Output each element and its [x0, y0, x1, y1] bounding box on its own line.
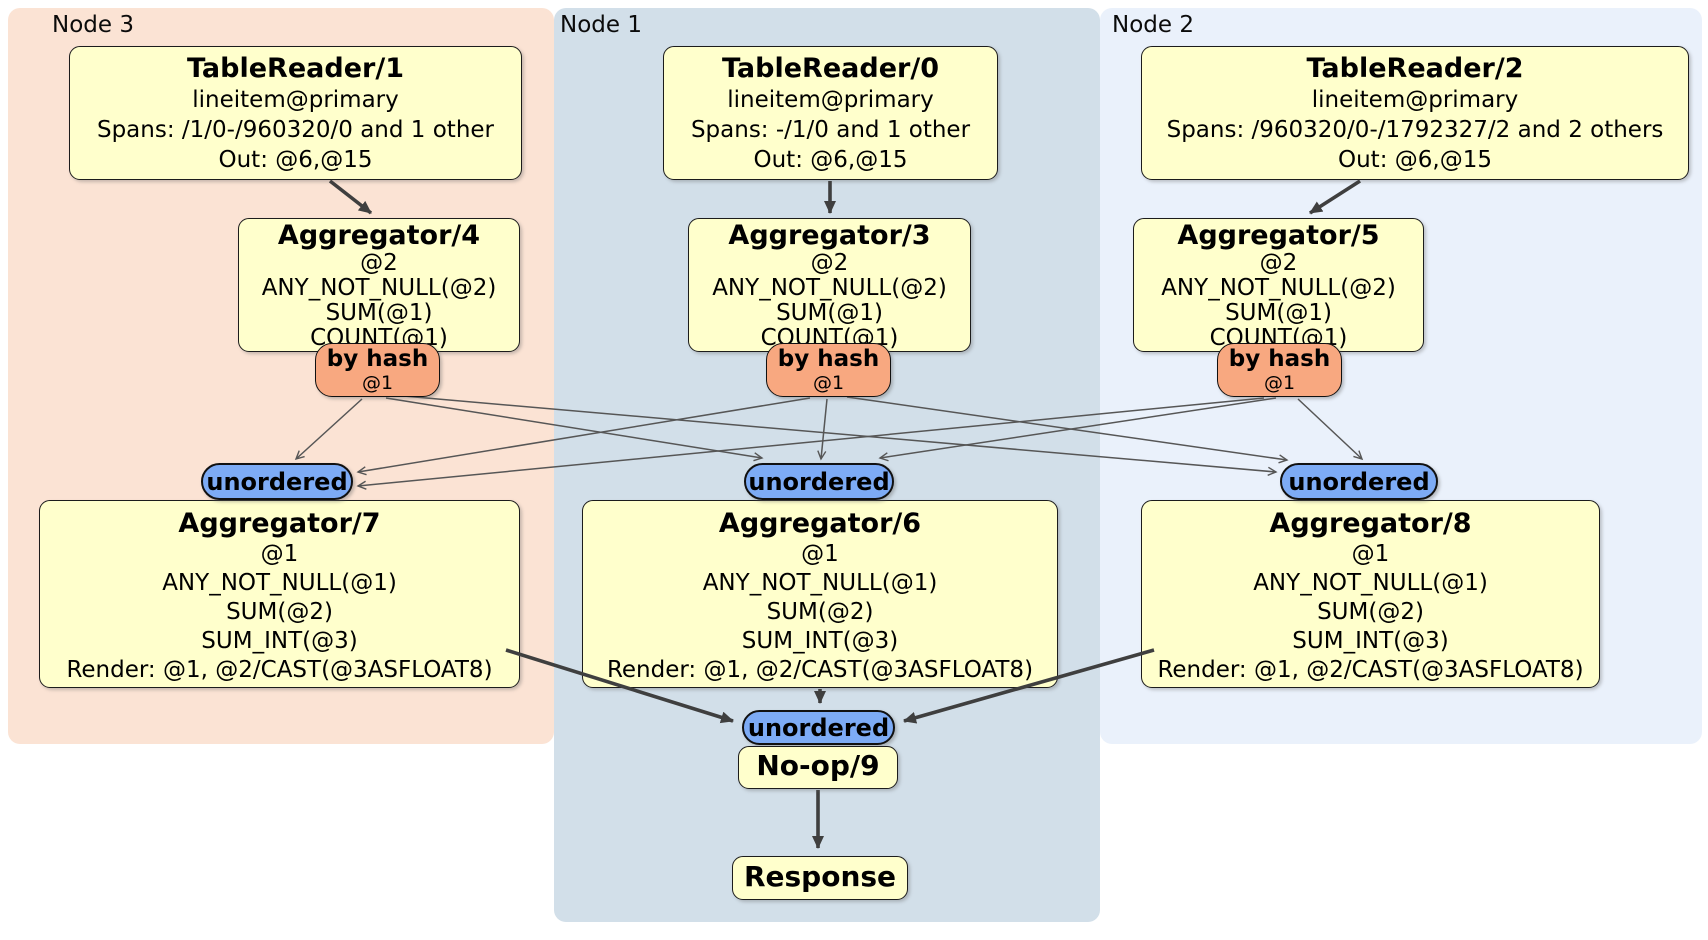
aggregator-6-box: Aggregator/6 @1 ANY_NOT_NULL(@1) SUM(@2)… [582, 500, 1058, 688]
aggregator-8-title: Aggregator/8 [1269, 508, 1472, 539]
node1-region-label: Node 1 [560, 12, 642, 38]
tablereader-2-out: Out: @6,@15 [1338, 147, 1492, 173]
tablereader-2-index: lineitem@primary [1311, 87, 1519, 113]
unordered-sync-final: unordered [742, 710, 895, 745]
hash-router-node1-key: @1 [812, 372, 845, 394]
aggregator-7-box: Aggregator/7 @1 ANY_NOT_NULL(@1) SUM(@2)… [39, 500, 520, 688]
aggregator-8-box: Aggregator/8 @1 ANY_NOT_NULL(@1) SUM(@2)… [1141, 500, 1600, 688]
aggregator-6-render: Render: @1, @2/CAST(@3ASFLOAT8) [606, 657, 1034, 683]
tablereader-0-index: lineitem@primary [727, 87, 934, 113]
tablereader-0-box: TableReader/0 lineitem@primary Spans: -/… [663, 46, 998, 180]
aggregator-5-box: Aggregator/5 @2 ANY_NOT_NULL(@2) SUM(@1)… [1133, 218, 1424, 352]
aggregator-4-groupcols: @2 [360, 250, 398, 276]
aggregator-8-fn3: SUM_INT(@3) [1292, 628, 1449, 654]
tablereader-1-spans: Spans: /1/0-/960320/0 and 1 other [96, 117, 495, 143]
aggregator-4-fn2: SUM(@1) [325, 300, 433, 326]
aggregator-5-title: Aggregator/5 [1177, 220, 1380, 251]
tablereader-1-index: lineitem@primary [192, 87, 399, 113]
unordered-sync-node2: unordered [1280, 463, 1438, 500]
aggregator-7-render: Render: @1, @2/CAST(@3ASFLOAT8) [66, 657, 493, 683]
tablereader-0-title: TableReader/0 [722, 53, 939, 84]
aggregator-3-fn1: ANY_NOT_NULL(@2) [712, 275, 947, 301]
hash-router-node1-label: by hash [777, 346, 880, 372]
aggregator-6-groupcols: @1 [801, 541, 839, 567]
aggregator-6-title: Aggregator/6 [718, 508, 922, 539]
aggregator-3-box: Aggregator/3 @2 ANY_NOT_NULL(@2) SUM(@1)… [688, 218, 971, 352]
aggregator-6-fn1: ANY_NOT_NULL(@1) [702, 570, 938, 596]
noop-9-title: No-op/9 [756, 749, 880, 782]
hash-router-node3: by hash @1 [315, 343, 440, 397]
tablereader-0-out: Out: @6,@15 [753, 147, 908, 173]
unordered-sync-node3: unordered [201, 463, 353, 500]
node3-region-label: Node 3 [52, 12, 134, 38]
aggregator-5-fn1: ANY_NOT_NULL(@2) [1161, 275, 1396, 301]
aggregator-7-fn1: ANY_NOT_NULL(@1) [162, 570, 397, 596]
aggregator-5-groupcols: @2 [1259, 250, 1298, 276]
aggregator-8-fn2: SUM(@2) [1317, 599, 1424, 625]
hash-router-node2-key: @1 [1263, 372, 1296, 394]
tablereader-2-box: TableReader/2 lineitem@primary Spans: /9… [1141, 46, 1689, 180]
aggregator-8-groupcols: @1 [1351, 541, 1390, 567]
aggregator-8-fn1: ANY_NOT_NULL(@1) [1253, 570, 1488, 596]
aggregator-3-fn2: SUM(@1) [776, 300, 883, 326]
aggregator-7-fn2: SUM(@2) [226, 599, 333, 625]
tablereader-2-title: TableReader/2 [1306, 53, 1524, 84]
aggregator-3-groupcols: @2 [810, 250, 849, 276]
tablereader-1-box: TableReader/1 lineitem@primary Spans: /1… [69, 46, 522, 180]
hash-router-node2-label: by hash [1228, 346, 1331, 372]
response-title: Response [743, 860, 897, 893]
node2-region-label: Node 2 [1112, 12, 1194, 38]
hash-router-node3-key: @1 [361, 372, 394, 394]
aggregator-6-fn3: SUM_INT(@3) [741, 628, 899, 654]
aggregator-7-title: Aggregator/7 [178, 508, 381, 539]
aggregator-7-fn3: SUM_INT(@3) [201, 628, 358, 654]
aggregator-4-title: Aggregator/4 [277, 220, 481, 251]
response-box: Response [732, 856, 908, 900]
hash-router-node3-label: by hash [326, 346, 429, 372]
aggregator-4-fn1: ANY_NOT_NULL(@2) [261, 275, 497, 301]
aggregator-5-fn2: SUM(@1) [1225, 300, 1332, 326]
hash-router-node2: by hash @1 [1217, 343, 1342, 397]
tablereader-0-spans: Spans: -/1/0 and 1 other [690, 117, 971, 143]
tablereader-1-out: Out: @6,@15 [218, 147, 373, 173]
aggregator-6-fn2: SUM(@2) [766, 599, 874, 625]
tablereader-1-title: TableReader/1 [187, 53, 404, 84]
aggregator-3-title: Aggregator/3 [728, 220, 931, 251]
noop-9-box: No-op/9 [738, 746, 898, 789]
tablereader-2-spans: Spans: /960320/0-/1792327/2 and 2 others [1166, 117, 1664, 143]
aggregator-8-render: Render: @1, @2/CAST(@3ASFLOAT8) [1157, 657, 1584, 683]
hash-router-node1: by hash @1 [766, 343, 891, 397]
aggregator-7-groupcols: @1 [260, 541, 299, 567]
aggregator-4-box: Aggregator/4 @2 ANY_NOT_NULL(@2) SUM(@1)… [238, 218, 520, 352]
unordered-sync-node1: unordered [744, 463, 894, 500]
